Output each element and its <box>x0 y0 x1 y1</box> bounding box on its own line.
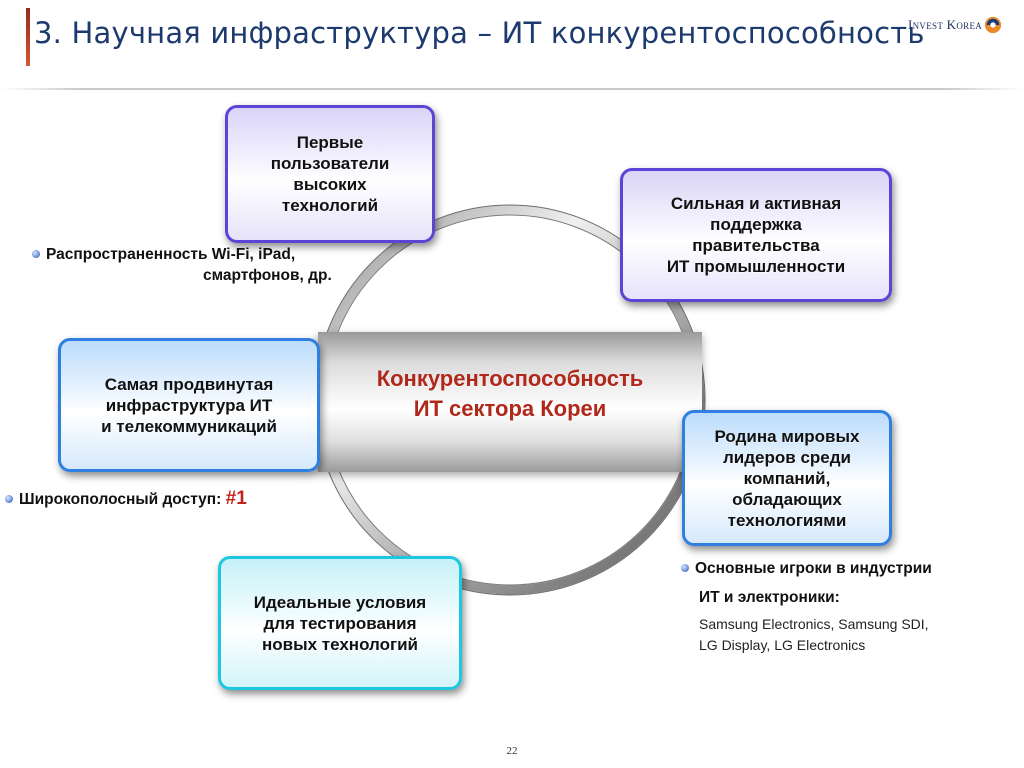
box-line: обладающих <box>732 489 842 509</box>
note-broadband-label: Широкополосный доступ: <box>19 491 222 508</box>
box-line: Идеальные условия <box>253 592 427 612</box>
slide-title: 3. Научная инфраструктура – ИТ конкурент… <box>34 16 925 50</box>
note-players-line1: Основные игроки в индустрии <box>695 560 932 577</box>
box-line: правительства <box>692 236 820 255</box>
note-wifi-cont: смартфонов, др. <box>203 267 332 285</box>
title-divider <box>0 88 1024 90</box>
note-wifi-line1: Распространенность Wi-Fi, iPad, <box>46 246 296 263</box>
note-key-players: Основные игроки в индустрии <box>681 560 932 578</box>
box-infrastructure: Самая продвинутая инфраструктура ИТ и те… <box>58 338 320 472</box>
title-accent-bar <box>26 8 30 66</box>
box-line: Первые <box>296 133 364 152</box>
box-line: для тестирования <box>263 613 417 633</box>
box-line: технологий <box>281 196 379 215</box>
box-line: инфраструктура ИТ <box>105 395 273 415</box>
box-line: новых технологий <box>262 634 418 654</box>
note-broadband: Широкополосный доступ: #1 <box>5 488 247 510</box>
page-number: 22 <box>506 745 518 757</box>
logo-text: Invest Korea <box>908 17 983 32</box>
note-players-line2: ИТ и электроники: <box>699 589 840 606</box>
center-band <box>318 332 702 472</box>
note-wifi-line2: смартфонов, др. <box>203 267 332 284</box>
box-early-adopters: Первые пользователи высоких технологий <box>225 105 435 243</box>
bullet-icon <box>681 563 689 572</box>
companies-line2: LG Display, LG Electronics <box>699 637 866 653</box>
box-line: Родина мировых <box>714 426 860 446</box>
note-key-players-cont: ИТ и электроники: <box>699 589 840 607</box>
box-line: лидеров среди <box>723 447 851 467</box>
box-line: ИТ промышленности <box>666 257 846 276</box>
companies-line1: Samsung Electronics, Samsung SDI, <box>699 616 929 632</box>
center-heading: Конкурентоспособность ИТ сектора Кореи <box>318 364 702 424</box>
bullet-icon <box>5 494 13 503</box>
note-broadband-rank: #1 <box>225 488 247 509</box>
box-line: технологиями <box>727 510 847 530</box>
box-testing-conditions: Идеальные условия для тестирования новых… <box>218 556 462 690</box>
box-line: компаний, <box>743 468 831 488</box>
box-world-leaders: Родина мировых лидеров среди компаний, о… <box>682 410 892 546</box>
box-government-support: Сильная и активная поддержка правительст… <box>620 168 892 302</box>
box-line: Самая продвинутая <box>104 374 274 394</box>
bullet-icon <box>32 249 40 258</box>
invest-korea-logo: Invest Korea <box>908 14 1002 36</box>
box-line: пользователи <box>270 154 390 173</box>
box-line: поддержка <box>710 215 802 234</box>
box-line: Сильная и активная <box>670 194 842 213</box>
logo-mark-icon <box>984 16 1002 34</box>
center-heading-line1: Конкурентоспособность <box>376 366 644 391</box>
box-line: высоких <box>293 175 367 194</box>
box-line: и телекоммуникаций <box>101 416 277 436</box>
note-wifi: Распространенность Wi-Fi, iPad, <box>32 246 295 264</box>
center-heading-line2: ИТ сектора Кореи <box>413 396 607 421</box>
